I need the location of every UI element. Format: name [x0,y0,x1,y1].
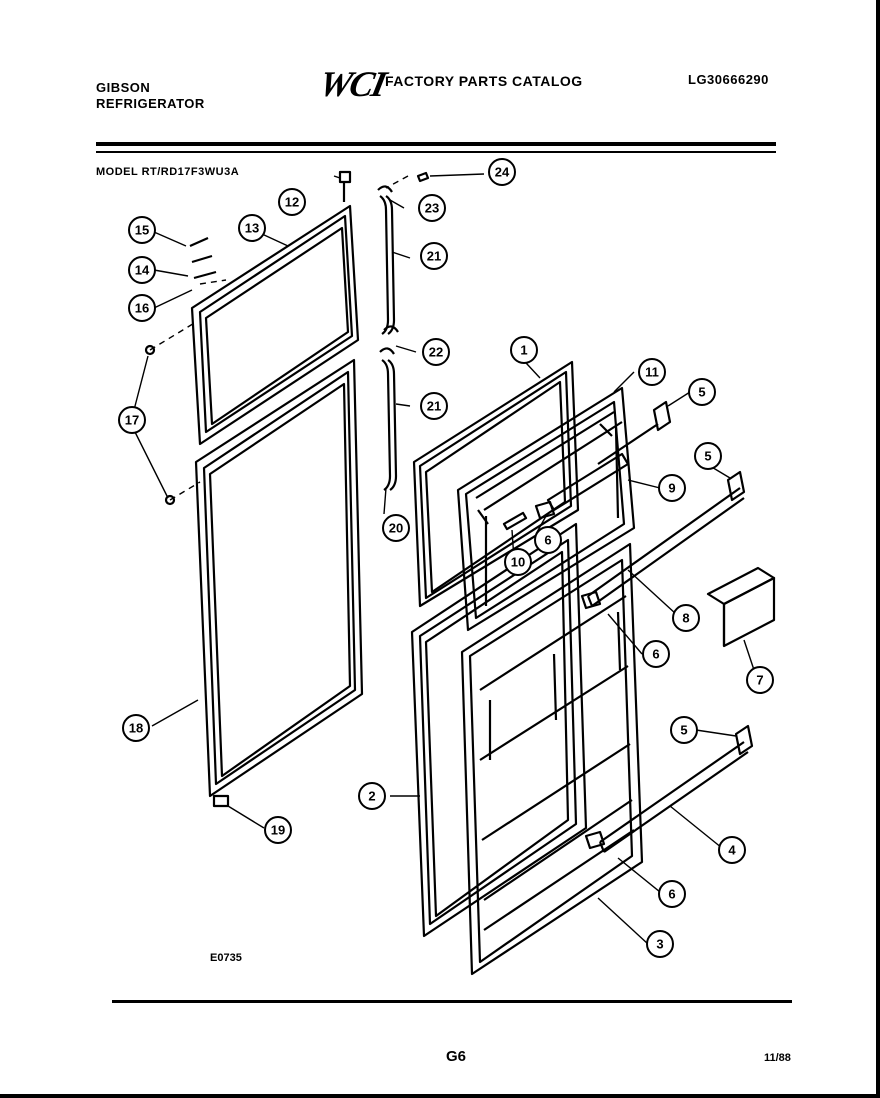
handle-caps [377,185,399,355]
callout-5-lower: 5 [680,723,687,738]
callout-10: 10 [511,555,525,570]
callout-21-lower: 21 [427,399,441,414]
freezer-door-liner-part [456,386,636,632]
callout-20: 20 [389,521,403,536]
handle-screw-part [416,171,430,183]
callout-14: 14 [135,263,150,278]
callout-12: 12 [285,195,299,210]
callout-11: 11 [645,365,659,380]
callout-2: 2 [368,789,375,804]
shelf-end-cap-upper [597,400,672,465]
header-rule-thin [96,151,776,153]
catalog-date: 11/88 [764,1052,791,1064]
callout-17: 17 [125,413,139,428]
freezer-door-gasket-part [190,204,360,446]
catalog-number: LG30666290 [688,72,769,87]
dairy-door-part [706,566,776,648]
hinge-pin-part [338,170,352,202]
shelf-end-cap-lower [734,724,754,756]
callout-9: 9 [668,481,675,496]
callout-22: 22 [429,345,443,360]
freezer-shelf-end-part [534,500,556,520]
hardware-parts [189,236,217,280]
callout-8: 8 [682,611,689,626]
upper-handle-part [379,195,390,335]
diagram-code: E0735 [210,952,242,964]
callout-24: 24 [495,165,510,180]
callout-4: 4 [728,843,736,858]
fresh-food-door-gasket-part [194,358,364,798]
callout-19: 19 [271,823,285,838]
callout-21-upper: 21 [427,249,441,264]
callout-3: 3 [656,937,663,952]
fresh-food-door-liner-part [460,542,644,976]
screw-top [144,344,156,356]
bottom-hinge-part [212,794,230,808]
callout-15: 15 [135,223,149,238]
page-code: G6 [446,1048,467,1065]
catalog-title: FACTORY PARTS CATALOG [385,73,583,89]
fresh-food-door-part [410,522,588,938]
model-number: MODEL RT/RD17F3WU3A [96,166,240,178]
small-clip-part [502,511,528,531]
lower-handle-part [381,359,392,491]
lower-shelf-end-part [584,830,606,850]
callout-5-middle: 5 [704,449,711,464]
lower-shelf-bar-part [598,741,749,853]
callout-13: 13 [245,221,259,236]
callout-6-lower: 6 [668,887,675,902]
callout-18: 18 [129,721,143,736]
brand-name: GIBSON [96,80,151,95]
product-type: REFRIGERATOR [96,96,205,111]
long-shelf-bar-part [586,487,745,607]
upper-handle-edge [385,195,396,335]
callout-16: 16 [135,301,149,316]
middle-shelf-end-part [580,590,602,610]
callout-6-freezer: 6 [544,533,551,548]
callout-1: 1 [520,343,527,358]
callout-23: 23 [425,201,439,216]
callout-5-upper: 5 [698,385,705,400]
callout-7: 7 [756,673,763,688]
lower-handle-edge [387,359,398,491]
callout-6-middle: 6 [652,647,659,662]
footer-rule [112,1000,792,1003]
header-rule-thick [96,142,776,146]
screw-bottom [164,494,176,506]
